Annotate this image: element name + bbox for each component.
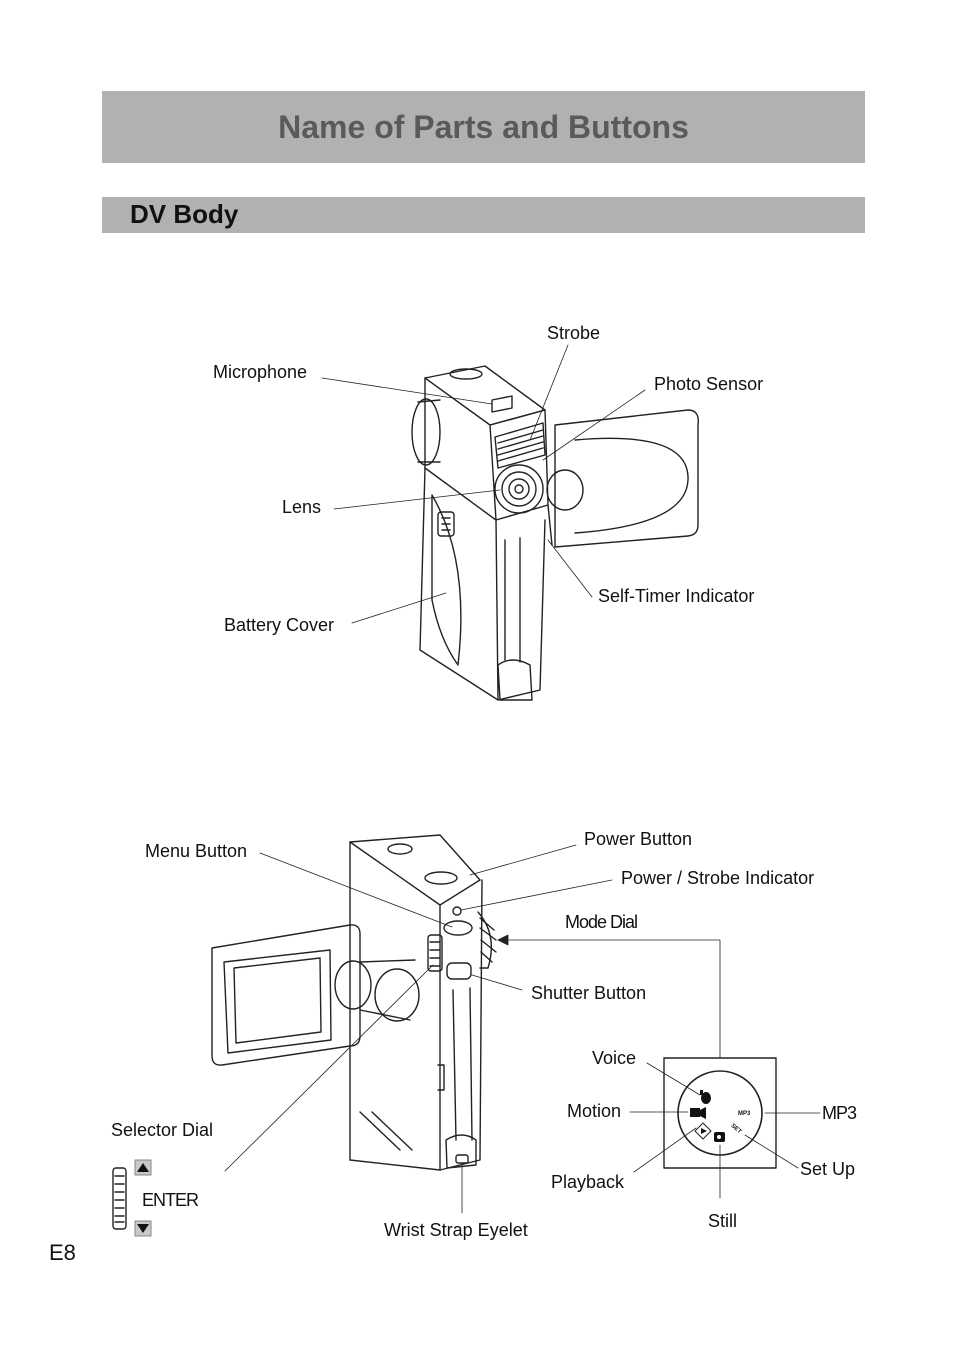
mode-dial-diagram: MP3 SET xyxy=(629,1057,821,1199)
section-header-bar: DV Body xyxy=(102,197,865,233)
section-title: DV Body xyxy=(130,199,239,229)
page-title: Name of Parts and Buttons xyxy=(278,108,689,145)
label-strobe: Strobe xyxy=(547,323,601,343)
label-set-up: Set Up xyxy=(800,1159,856,1179)
motion-icon xyxy=(690,1107,706,1119)
dial-mp3-mark: MP3 xyxy=(738,1111,751,1117)
front-leader-lines xyxy=(321,344,646,624)
label-photo-sensor: Photo Sensor xyxy=(654,374,764,394)
label-shutter-button: Shutter Button xyxy=(531,983,647,1003)
label-lens: Lens xyxy=(282,497,322,517)
label-motion: Motion xyxy=(567,1101,622,1121)
page-number: E8 xyxy=(49,1240,76,1265)
label-playback: Playback xyxy=(551,1172,625,1192)
label-mode-dial: Mode Dial xyxy=(565,912,638,932)
arrow-up-icon xyxy=(134,1159,152,1176)
label-power-strobe-indicator: Power / Strobe Indicator xyxy=(621,868,815,888)
arrow-down-icon xyxy=(134,1220,152,1237)
voice-icon xyxy=(700,1090,711,1104)
page-title-bar: Name of Parts and Buttons xyxy=(102,91,865,163)
rear-leader-lines xyxy=(224,844,721,1214)
label-selector-dial: Selector Dial xyxy=(111,1120,214,1140)
label-menu-button: Menu Button xyxy=(145,841,248,861)
label-power-button: Power Button xyxy=(584,829,693,849)
playback-icon xyxy=(694,1122,712,1140)
label-mp3: MP3 xyxy=(822,1103,857,1123)
label-wrist-strap-eyelet: Wrist Strap Eyelet xyxy=(384,1220,528,1240)
label-voice: Voice xyxy=(592,1048,637,1068)
label-battery-cover: Battery Cover xyxy=(224,615,335,635)
label-microphone: Microphone xyxy=(213,362,308,382)
label-self-timer-indicator: Self-Timer Indicator xyxy=(598,586,755,606)
label-still: Still xyxy=(708,1211,738,1231)
camcorder-rear-illustration xyxy=(211,834,497,1171)
dial-set-mark: SET xyxy=(729,1123,742,1135)
selector-dial-icon xyxy=(112,1167,127,1230)
camcorder-front-illustration xyxy=(411,365,699,701)
label-enter: ENTER xyxy=(142,1190,199,1210)
